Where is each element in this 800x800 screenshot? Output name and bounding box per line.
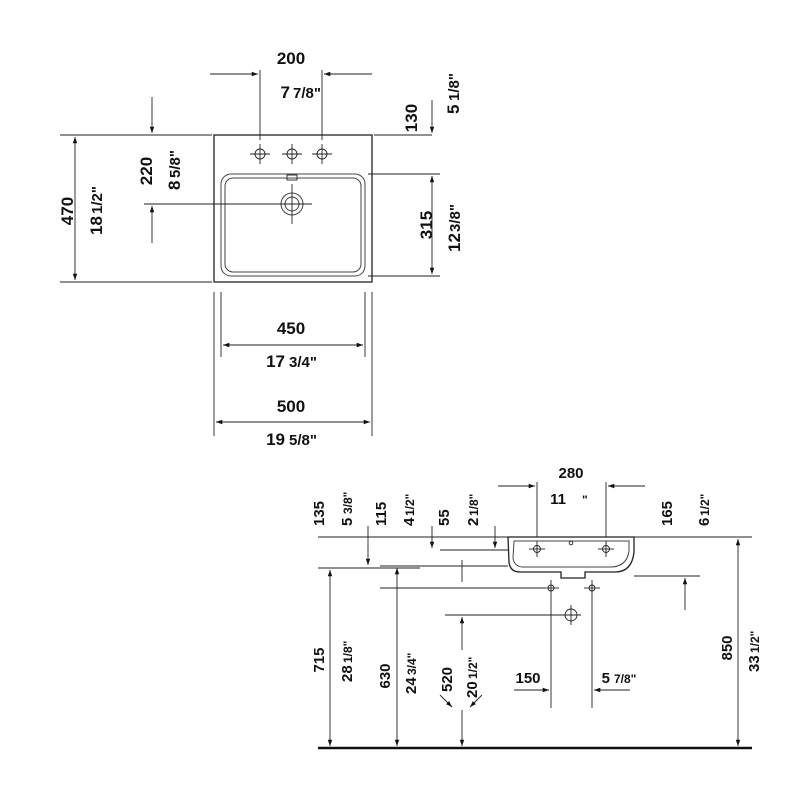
basin-bowl-inner xyxy=(224,177,362,273)
dim-200-mm: 200 xyxy=(277,49,305,68)
dim-715-in: 28 xyxy=(339,665,356,682)
tap-hole-center xyxy=(282,144,302,164)
dim-135-in: 5 xyxy=(339,518,356,526)
dim-280-in: 11 xyxy=(550,491,566,508)
dim-220-mm: 220 xyxy=(137,157,156,185)
dim-130-mm: 130 xyxy=(402,104,421,132)
dim-715-in-frac: 1/8" xyxy=(341,641,355,663)
dim-520-in: 20 xyxy=(464,681,481,698)
basin-side-profile xyxy=(507,536,635,579)
dim-630-mm: 630 xyxy=(377,663,394,688)
dim-470-in-frac: 1/2" xyxy=(89,186,106,214)
dim-200-in: 7 xyxy=(281,83,290,102)
dim-135-in-frac: 3/8" xyxy=(341,492,355,514)
dim-850-in-frac: 1/2" xyxy=(748,631,762,653)
side-tap-left xyxy=(529,541,545,557)
drain xyxy=(272,184,312,224)
dim-55-mm: 55 xyxy=(436,509,453,526)
side-view: 280 11 " 135 5 3/8" 115 4 1/2" 55 2 1/8"… xyxy=(311,465,763,750)
side-tap-right xyxy=(598,541,614,557)
dim-470-mm: 470 xyxy=(58,197,77,225)
dim-850-in: 33 xyxy=(746,655,763,672)
waste-connection xyxy=(561,605,581,625)
dim-450-mm: 450 xyxy=(277,319,305,338)
dim-315-in: 12 xyxy=(445,233,464,252)
dim-130-in-frac: 1/8" xyxy=(446,73,463,101)
dim-150-in-frac: 7/8" xyxy=(614,672,636,686)
dim-115-mm: 115 xyxy=(373,502,390,526)
dim-500-mm: 500 xyxy=(277,397,305,416)
dim-315-mm: 315 xyxy=(417,211,436,239)
dim-280-in-frac: " xyxy=(582,493,588,507)
dim-280-mm: 280 xyxy=(558,465,583,482)
dim-130-in: 5 xyxy=(444,105,463,114)
supply-right xyxy=(584,580,600,596)
side-overflow xyxy=(568,540,574,546)
supply-left xyxy=(543,580,559,596)
dim-850-mm: 850 xyxy=(719,635,736,660)
dim-165-mm: 165 xyxy=(659,501,676,526)
dim-630-in: 24 xyxy=(403,677,420,694)
dim-200-in-frac: 7/8" xyxy=(293,85,321,102)
dim-450-in: 17 xyxy=(266,352,285,371)
dim-55-in-frac: 1/8" xyxy=(467,494,481,516)
dim-470-in: 18 xyxy=(87,216,106,235)
dim-135-mm: 135 xyxy=(311,501,328,526)
dim-520-in-frac: 1/2" xyxy=(466,657,480,679)
dim-220-in-frac: 5/8" xyxy=(167,150,184,178)
dim-165-in-frac: 1/2" xyxy=(698,494,712,516)
tap-hole-right xyxy=(312,144,332,164)
dim-165-in: 6 xyxy=(696,518,713,526)
dim-715-mm: 715 xyxy=(311,647,328,672)
dim-520-mm: 520 xyxy=(439,667,456,692)
dim-115-in: 4 xyxy=(401,517,418,526)
dim-55-in: 2 xyxy=(465,518,482,526)
basin-side-bowl xyxy=(512,540,630,568)
overflow-slot xyxy=(286,174,298,181)
dim-500-in-frac: 5/8" xyxy=(289,432,317,449)
basin-bowl xyxy=(220,173,366,277)
dim-450-in-frac: 3/4" xyxy=(289,354,317,371)
dim-220-in: 8 xyxy=(165,181,184,190)
tap-hole-left xyxy=(250,144,270,164)
dim-500-in: 19 xyxy=(266,430,285,449)
top-view: 200 7 7/8" 130 5 1/8" 220 8 5/8" 470 18 … xyxy=(58,49,464,449)
dim-630-in-frac: 3/4" xyxy=(405,653,419,675)
basin-outline xyxy=(213,134,373,283)
dim-150-in: 5 xyxy=(602,670,610,687)
dim-115-in-frac: 1/2" xyxy=(403,494,417,516)
dim-315-in-frac: 3/8" xyxy=(447,204,464,232)
dim-150-mm: 150 xyxy=(515,670,540,687)
